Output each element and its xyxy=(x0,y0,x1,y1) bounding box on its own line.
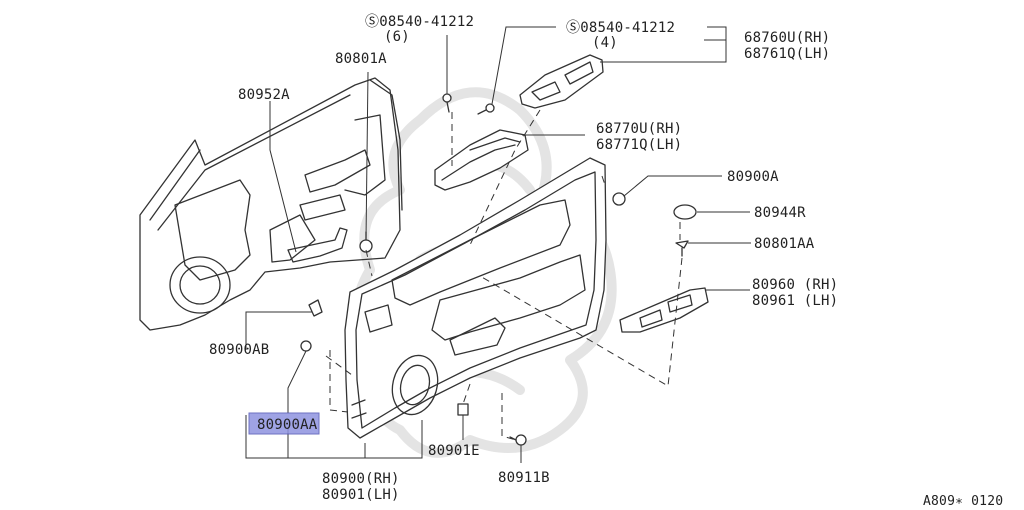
power-window-switch-part xyxy=(619,287,709,333)
label-68760u-rh: 68760U(RH) xyxy=(744,30,830,46)
label-80911b: 80911B xyxy=(498,470,550,486)
clip-80900a xyxy=(612,192,626,206)
switch-finisher-part xyxy=(519,54,604,109)
pull-handle-part xyxy=(434,129,529,191)
label-80900aa: 80900AA xyxy=(257,417,318,433)
label-80960-rh: 80960 (RH) xyxy=(752,277,838,293)
label-screw-s2-qty: (4) xyxy=(592,35,618,51)
clip-80900ab xyxy=(308,299,323,317)
label-screw-s1-part: Ⓢ08540-41212 xyxy=(365,14,474,30)
label-80900-rh: 80900(RH) xyxy=(322,471,400,487)
label-68771q-lh: 68771Q(LH) xyxy=(596,137,682,153)
clip-80801aa xyxy=(675,240,689,257)
labels: Ⓢ08540-41212 (6) Ⓢ08540-41212 (4) 68760U… xyxy=(209,14,1003,509)
screw-08540-41212-b xyxy=(477,103,495,115)
label-80801aa: 80801AA xyxy=(754,236,815,252)
label-80944r: 80944R xyxy=(754,205,806,221)
label-68770u-rh: 68770U(RH) xyxy=(596,121,682,137)
label-68761q-lh: 68761Q(LH) xyxy=(744,46,830,62)
clip-80900aa xyxy=(300,340,312,352)
label-80900a: 80900A xyxy=(727,169,779,185)
bracket-80952a xyxy=(287,227,348,263)
highlight-80900aa xyxy=(248,412,320,435)
label-80900ab: 80900AB xyxy=(209,342,269,358)
label-80801a: 80801A xyxy=(335,51,387,67)
cap-80944r xyxy=(673,204,697,220)
label-80961-lh: 80961 (LH) xyxy=(752,293,838,309)
label-80901-lh: 80901(LH) xyxy=(322,487,400,503)
label-80901e: 80901E xyxy=(428,443,480,459)
label-80952a: 80952A xyxy=(238,87,290,103)
screw-08540-41212-a xyxy=(442,93,452,113)
label-screw-s2-part: Ⓢ08540-41212 xyxy=(566,20,675,36)
label-screw-s1-qty: (6) xyxy=(384,29,410,45)
inner-door-panel xyxy=(139,77,403,331)
clip-80901e xyxy=(457,403,469,416)
door-trim-panel xyxy=(344,157,607,439)
footer-code: A809∗ 0120 xyxy=(923,494,1003,509)
leader-lines xyxy=(245,26,751,463)
